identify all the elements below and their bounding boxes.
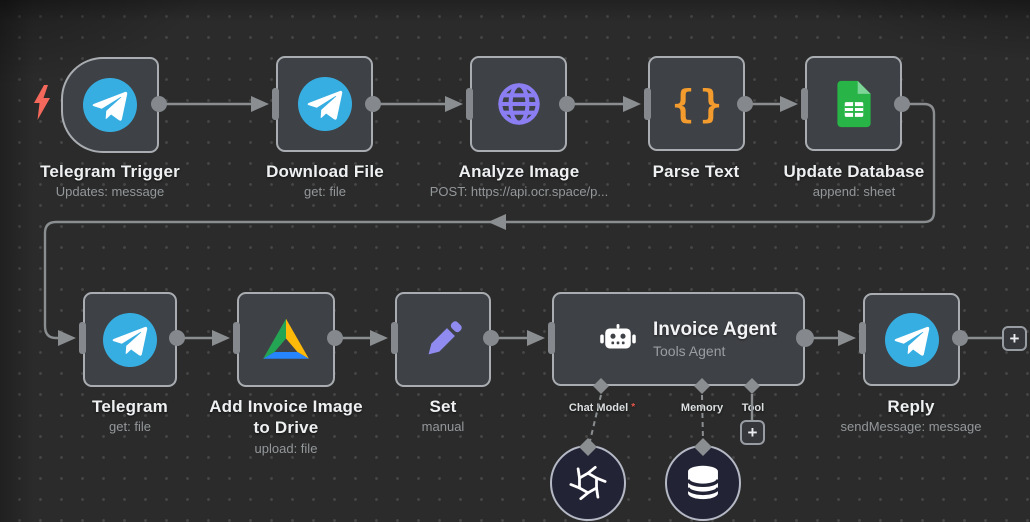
- node-label-download-file: Download File get: file: [235, 161, 415, 201]
- telegram-icon: [83, 78, 137, 132]
- port-label-text: Memory: [680, 402, 724, 414]
- node-title: Download File: [266, 162, 384, 181]
- node-subtitle: append: sheet: [812, 184, 896, 200]
- node-reply[interactable]: [863, 293, 960, 386]
- node-title: Telegram Trigger: [40, 162, 180, 181]
- required-asterisk: *: [631, 402, 636, 413]
- node-subtitle: POST: https://api.ocr.space/p...: [429, 184, 609, 200]
- node-set[interactable]: [395, 292, 491, 387]
- arrowhead-icon: [780, 96, 798, 112]
- robot-icon: [600, 324, 636, 349]
- braces-icon: {}: [671, 81, 728, 126]
- node-telegram-trigger[interactable]: [61, 57, 159, 153]
- port-label-tool: Tool: [728, 402, 778, 414]
- telegram-icon: [884, 312, 939, 367]
- node-label-reply: Reply sendMessage: message: [816, 396, 1006, 436]
- node-invoice-agent[interactable]: Invoice Agent Tools Agent: [552, 292, 805, 386]
- arrowhead-icon: [251, 96, 269, 112]
- google-sheets-icon: [836, 80, 871, 127]
- node-title: Parse Text: [652, 162, 740, 181]
- database-icon: [686, 465, 720, 500]
- port-label-chat-model: Chat Model*: [546, 402, 658, 414]
- node-title: Update Database: [783, 162, 925, 181]
- google-drive-icon: [263, 318, 309, 359]
- arrowhead-left-icon: [488, 214, 506, 230]
- subnode-openai-chat-model[interactable]: [550, 445, 626, 521]
- arrowhead-icon: [212, 330, 230, 346]
- node-title: Analyze Image: [458, 162, 580, 181]
- node-label-add-invoice-image-to-drive: Add Invoice Image to Drive upload: file: [201, 396, 371, 457]
- node-title: Set: [429, 397, 457, 416]
- node-label-parse-text: Parse Text: [606, 161, 786, 182]
- add-tool-button[interactable]: +: [740, 420, 765, 445]
- telegram-icon: [297, 77, 352, 131]
- arrowhead-icon: [838, 330, 856, 346]
- arrowhead-icon: [445, 96, 463, 112]
- node-telegram[interactable]: [83, 292, 177, 387]
- plus-icon: +: [747, 423, 758, 442]
- pencil-icon: [428, 320, 462, 354]
- node-subtitle: Tools Agent: [653, 343, 726, 359]
- arrowhead-icon: [370, 330, 388, 346]
- subnode-memory-database[interactable]: [665, 445, 741, 521]
- plus-icon: +: [1009, 329, 1020, 348]
- node-add-invoice-image-to-drive[interactable]: [237, 292, 335, 387]
- node-title: Add Invoice Image to Drive: [209, 397, 363, 438]
- lightning-trigger-icon: [34, 85, 50, 120]
- node-label-analyze-image: Analyze Image POST: https://api.ocr.spac…: [419, 161, 619, 201]
- node-subtitle: get: file: [304, 184, 346, 200]
- node-label-telegram: Telegram get: file: [40, 396, 220, 436]
- openai-logo-icon: [569, 465, 607, 501]
- node-title: Reply: [887, 397, 935, 416]
- node-label-update-database: Update Database append: sheet: [761, 161, 947, 201]
- port-label-text: Chat Model: [568, 402, 629, 414]
- add-node-button[interactable]: +: [1002, 326, 1027, 351]
- telegram-icon: [103, 312, 157, 367]
- node-label-telegram-trigger: Telegram Trigger Updates: message: [20, 161, 200, 201]
- node-subtitle: Updates: message: [55, 184, 165, 200]
- arrowhead-icon: [623, 96, 641, 112]
- node-subtitle: manual: [421, 419, 465, 435]
- node-subtitle: get: file: [109, 419, 151, 435]
- node-label-set: Set manual: [353, 396, 533, 436]
- arrowhead-icon: [527, 330, 545, 346]
- node-title: Telegram: [92, 397, 168, 416]
- node-subtitle: sendMessage: message: [840, 419, 982, 435]
- node-parse-text[interactable]: {}: [648, 56, 745, 151]
- port-label-memory: Memory: [667, 402, 737, 414]
- node-analyze-image[interactable]: [470, 56, 567, 152]
- globe-icon: [497, 83, 540, 125]
- agent-text: Invoice Agent Tools Agent: [653, 319, 777, 359]
- node-subtitle: upload: file: [254, 440, 318, 456]
- node-title: Invoice Agent: [653, 319, 777, 340]
- arrowhead-icon: [58, 330, 76, 346]
- node-download-file[interactable]: [276, 56, 373, 152]
- port-label-text: Tool: [741, 402, 765, 414]
- node-update-database[interactable]: [805, 56, 902, 151]
